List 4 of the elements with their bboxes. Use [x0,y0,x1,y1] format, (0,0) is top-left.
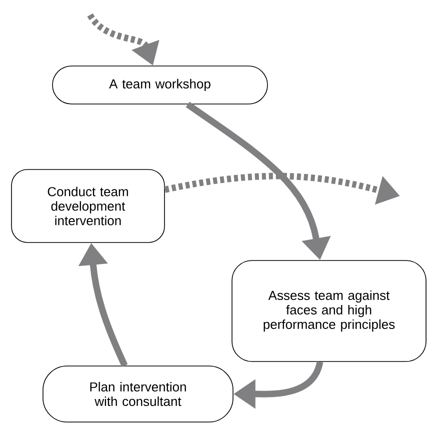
process-box: Plan intervention with consultant [42,366,234,422]
process-box: Conduct team development intervention [11,169,165,243]
process-box: A team workshop [52,66,268,104]
process-box: Assess team against faces and high performance principles [232,260,426,362]
